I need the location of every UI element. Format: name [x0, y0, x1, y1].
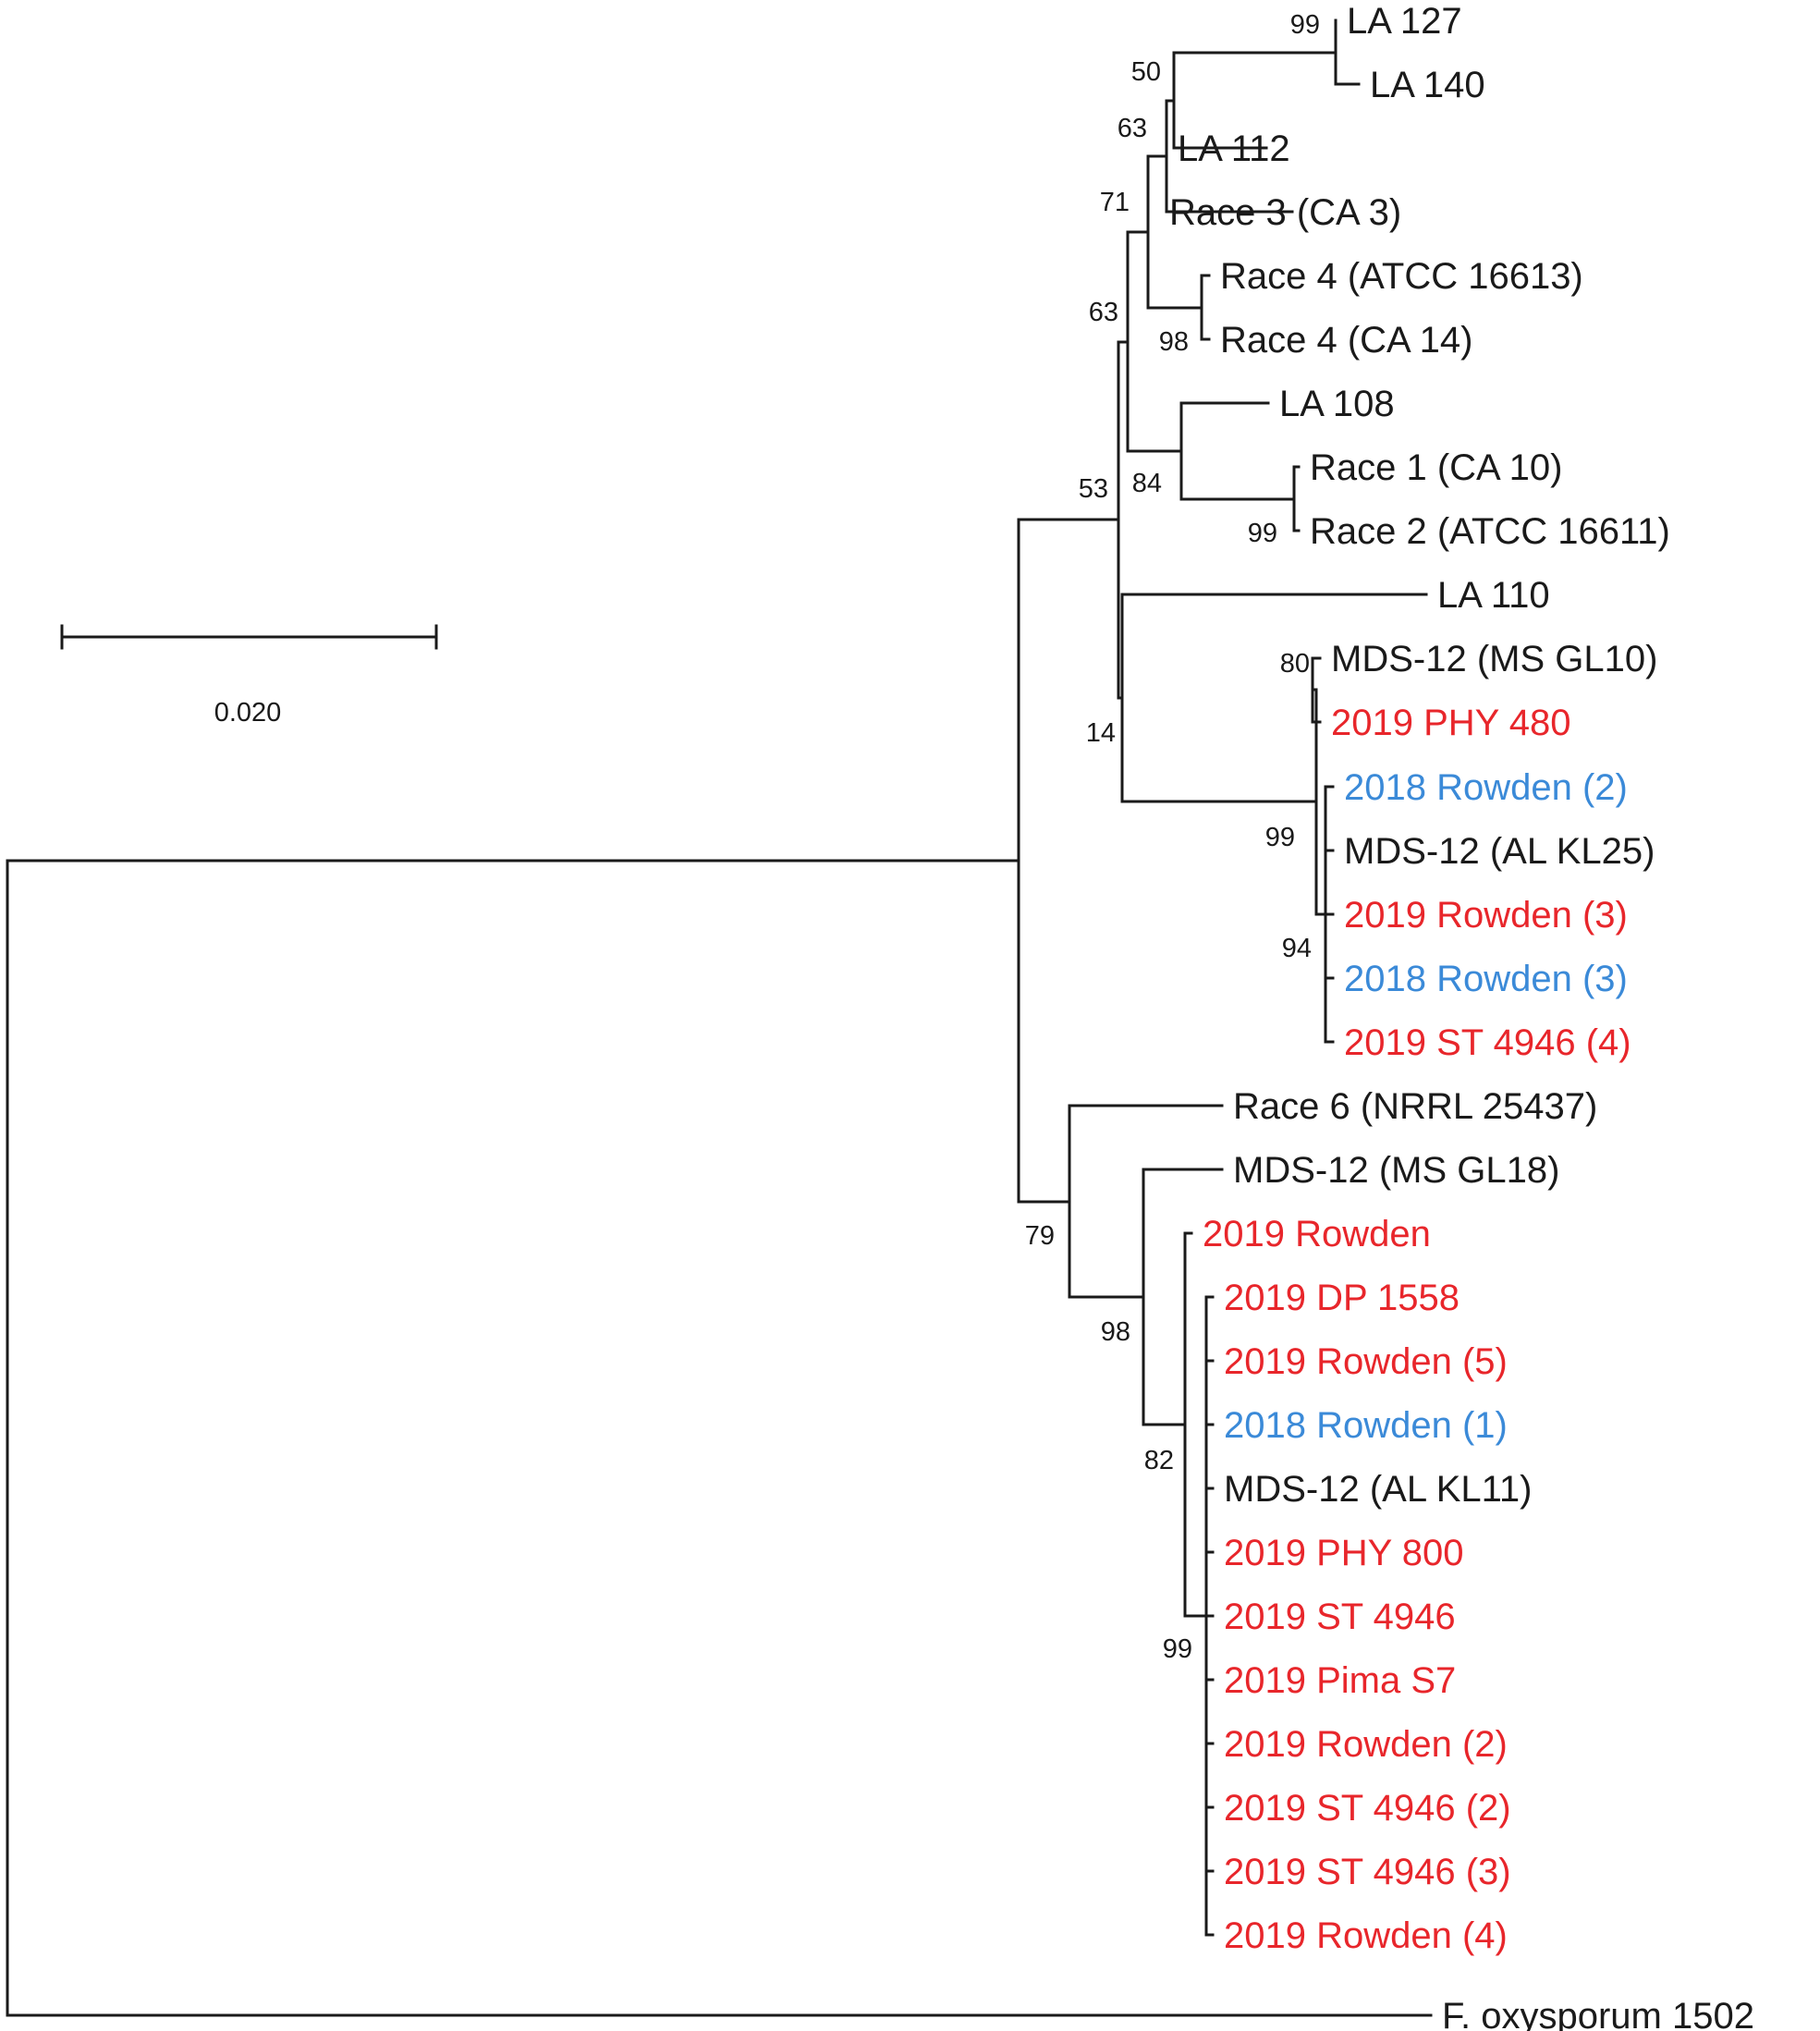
tree-branches	[6, 18, 1433, 2017]
taxon-label: Race 4 (CA 14)	[1220, 320, 1472, 361]
taxon-label: Race 6 (NRRL 25437)	[1233, 1086, 1597, 1127]
taxon-label: 2019 Rowden (4)	[1224, 1915, 1508, 1956]
bootstrap-value: 80	[1280, 649, 1310, 679]
taxon-label: Race 1 (CA 10)	[1310, 447, 1562, 488]
bootstrap-value: 63	[1089, 298, 1118, 327]
taxon-label: 2019 DP 1558	[1224, 1278, 1460, 1318]
taxon-label: 2019 Rowden (2)	[1224, 1724, 1508, 1765]
taxon-label: LA 140	[1370, 65, 1485, 105]
bootstrap-value: 99	[1248, 519, 1277, 548]
taxon-label: MDS-12 (AL KL25)	[1344, 831, 1655, 872]
bootstrap-values: 99 50 63 98 71 99 84 63 80 94 99 14 53 99 82 98 79	[1025, 10, 1320, 1664]
taxon-label: 2018 Rowden (1)	[1224, 1405, 1508, 1446]
bootstrap-value: 84	[1132, 469, 1162, 498]
taxon-label: Race 4 (ATCC 16613)	[1220, 256, 1583, 297]
taxon-label: 2019 PHY 800	[1224, 1533, 1463, 1573]
bootstrap-value: 14	[1086, 718, 1116, 748]
bootstrap-value: 94	[1282, 934, 1312, 963]
bootstrap-value: 63	[1118, 114, 1147, 143]
bootstrap-value: 82	[1144, 1446, 1174, 1475]
taxon-label: LA 127	[1347, 1, 1462, 42]
taxon-label: MDS-12 (MS GL18)	[1233, 1150, 1559, 1191]
taxon-label: 2019 ST 4946 (4)	[1344, 1022, 1631, 1063]
taxon-label: 2019 Rowden (3)	[1344, 895, 1628, 936]
bootstrap-value: 99	[1163, 1634, 1192, 1664]
bootstrap-value: 98	[1101, 1317, 1130, 1347]
taxon-label: 2019 ST 4946	[1224, 1597, 1456, 1637]
taxon-label: 2019 Pima S7	[1224, 1660, 1456, 1701]
bootstrap-value: 50	[1131, 57, 1161, 87]
taxon-label: 2018 Rowden (3)	[1344, 959, 1628, 999]
bootstrap-value: 53	[1079, 474, 1108, 504]
taxon-label: 2018 Rowden (2)	[1344, 767, 1628, 808]
bootstrap-value: 71	[1100, 188, 1130, 217]
taxon-label: LA 112	[1178, 128, 1290, 169]
bootstrap-value: 98	[1159, 327, 1189, 357]
taxon-label: 2019 Rowden	[1203, 1214, 1431, 1254]
taxon-label: Race 2 (ATCC 16611)	[1310, 511, 1670, 552]
taxon-label: 2019 ST 4946 (3)	[1224, 1852, 1511, 1892]
scale-bar-label: 0.020	[214, 698, 282, 728]
taxon-label: LA 110	[1437, 575, 1550, 616]
taxon-label: LA 108	[1279, 384, 1395, 424]
bootstrap-value: 99	[1265, 823, 1295, 852]
taxon-label: 2019 ST 4946 (2)	[1224, 1788, 1511, 1829]
taxon-label: Race 3 (CA 3)	[1169, 192, 1401, 233]
taxon-label: 2019 PHY 480	[1331, 703, 1570, 743]
scale-bar: 0.020	[60, 624, 438, 728]
taxon-label: MDS-12 (MS GL10)	[1331, 639, 1657, 679]
taxon-label: 2019 Rowden (5)	[1224, 1341, 1508, 1382]
bootstrap-value: 79	[1025, 1221, 1055, 1251]
taxon-label: MDS-12 (AL KL11)	[1224, 1469, 1532, 1510]
taxon-label: F. oxysporum 1502	[1442, 1996, 1754, 2031]
bootstrap-value: 99	[1290, 10, 1320, 40]
